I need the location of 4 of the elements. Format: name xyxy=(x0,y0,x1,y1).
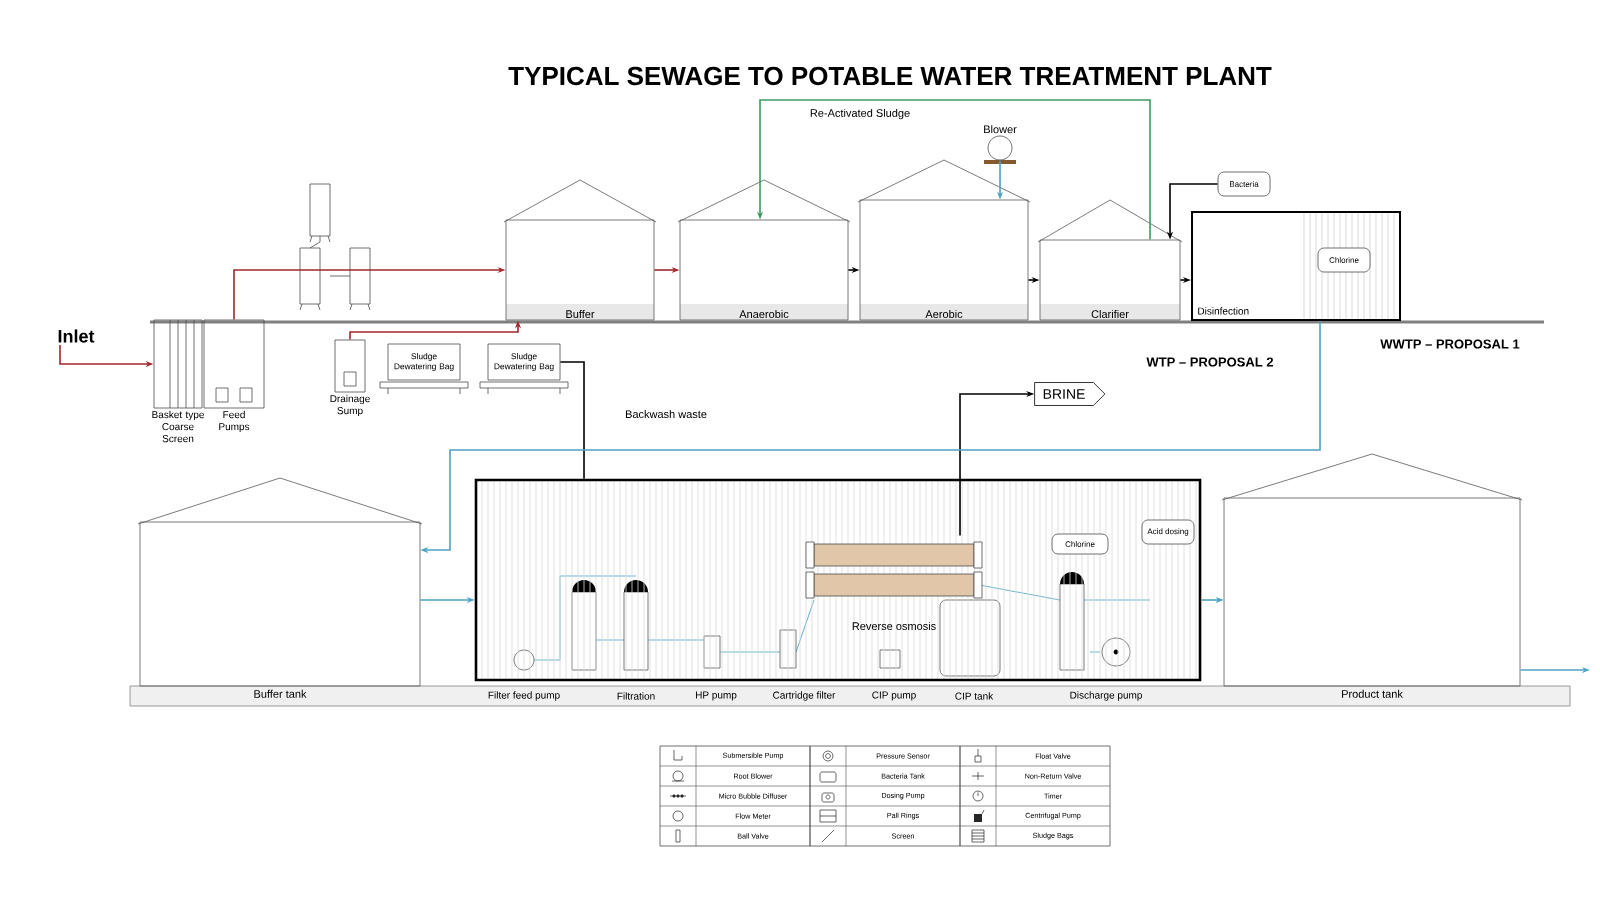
inlet-label: Inlet xyxy=(58,329,95,343)
treatment-building xyxy=(474,478,1202,682)
title: TYPICAL SEWAGE TO POTABLE WATER TREATMENT PLANT xyxy=(508,66,1272,86)
pipe-line xyxy=(559,361,585,480)
